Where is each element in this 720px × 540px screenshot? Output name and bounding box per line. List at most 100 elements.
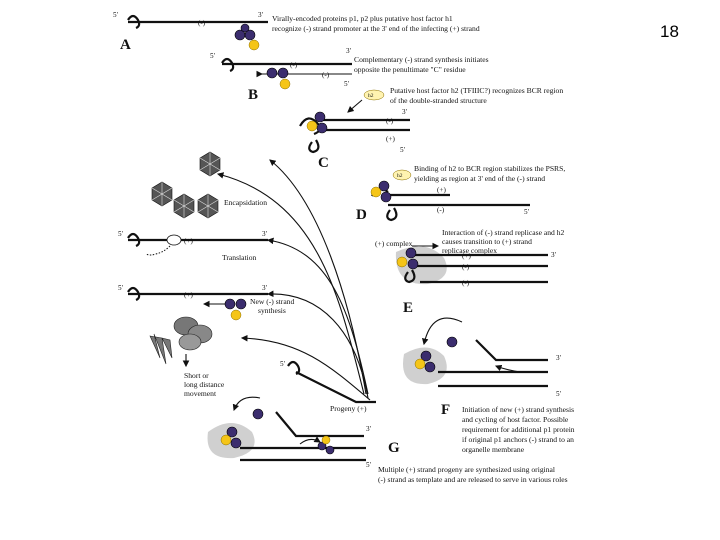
host-factor-h2: [363, 89, 385, 101]
end-label: 5': [524, 208, 529, 216]
progeny-label: Progeny (+): [330, 404, 367, 413]
panel-g: 5' Progeny (+) 3' 5' G Multiple (+) stra…: [207, 360, 568, 484]
caption-f-line3: requirement for additional p1 protein: [462, 425, 575, 434]
hairpin-loop: [308, 139, 320, 154]
synthesis-arrow: [299, 436, 321, 445]
caption-f-line1: Initiation of new (+) strand synthesis: [462, 405, 574, 414]
protein-p1: [405, 247, 417, 259]
encapsidation-label: Encapsidation: [224, 198, 267, 207]
ribosome-icon: [166, 234, 182, 246]
virion-icon: [151, 181, 173, 207]
caption-d-line1: Binding of h2 to BCR region stabilizes t…: [414, 164, 565, 173]
panel-label: E: [403, 300, 413, 316]
panel-c: h2 Putative host factor h2 (TFIIIC?) rec…: [299, 86, 563, 171]
caption-a-line2: recognize (-) strand promoter at the 3' …: [272, 24, 480, 33]
template-hairpin: [127, 286, 141, 302]
mrna-hairpin: [127, 232, 141, 248]
caption-f-line5: organelle membrane: [462, 445, 525, 454]
strand-mark: (+): [462, 252, 471, 260]
protein-p2: [407, 258, 419, 270]
host-factor-h1: [321, 435, 331, 445]
caption-c-line2: of the double-stranded structure: [390, 96, 487, 105]
protein-p2: [380, 191, 392, 203]
panel-label: B: [248, 87, 258, 103]
end-label: 5': [344, 80, 349, 88]
protein-label: h2: [397, 173, 403, 179]
panel-label: D: [356, 207, 367, 223]
slide-number: 18: [660, 22, 679, 41]
strand-mark: (-): [322, 71, 330, 79]
panel-b: 5' 3' (-) (-) 5' B Complementary (-) str…: [210, 47, 489, 103]
plus-strand: [475, 339, 548, 362]
host-factor-h1: [279, 78, 291, 90]
panel-a: 5' 3' (-) A Virally-encoded proteins p1,…: [113, 11, 480, 53]
progeny-plus-strand: [295, 371, 376, 404]
end-label: 3': [262, 230, 267, 238]
fate-arrow-translation: [266, 237, 369, 395]
host-factor-h1: [396, 256, 408, 268]
hairpin-loop: [404, 269, 416, 284]
fates: Encapsidation 5' 3' (+) Translation 5' 3…: [118, 151, 371, 401]
end-label: 5': [400, 146, 405, 154]
protein-p1: [317, 441, 327, 451]
end-label: 3': [551, 251, 556, 259]
caption-d-line2: yielding as region at 3' end of the (-) …: [414, 174, 545, 183]
protein-p1: [240, 23, 250, 33]
plus-strand-hairpin: [127, 14, 141, 30]
protein-label: h2: [368, 93, 374, 99]
protein-p1: [378, 180, 390, 192]
protein-p2: [325, 445, 335, 455]
end-label: 5': [210, 52, 215, 60]
protein-p1: [224, 298, 236, 310]
nascent-peptide: [145, 245, 171, 256]
cycling-arrow: [232, 396, 261, 412]
host-factor-h1: [220, 434, 232, 446]
protein-p2: [230, 437, 242, 449]
progeny-hairpin: [287, 360, 301, 376]
hairpin-loop: [386, 207, 398, 222]
protein-p2: [277, 67, 289, 79]
vesicle-icon: [178, 333, 202, 351]
movement-line2: long distance: [184, 380, 225, 389]
plasmodesmata-icon: [149, 333, 173, 365]
end-label: 5': [366, 461, 371, 469]
plus-strand: [275, 411, 364, 438]
end-label: 5': [118, 230, 123, 238]
protein-p1: [446, 336, 458, 348]
virion-icon: [199, 151, 221, 177]
end-label: 5': [113, 11, 118, 19]
new-minus-line2: synthesis: [258, 306, 286, 315]
protein-p1: [226, 426, 238, 438]
end-label: 5': [556, 390, 561, 398]
caption-e-line2: causes transition to (+) strand: [442, 237, 532, 246]
panel-d: Binding of h2 to BCR region stabilizes t…: [356, 164, 565, 223]
fate-arrow-encapsidation: [216, 172, 365, 395]
caption-b-line1: Complementary (-) strand synthesis initi…: [354, 55, 489, 64]
binding-arrow: [347, 99, 363, 113]
host-factor-h1: [414, 358, 426, 370]
complex-label: (+) complex: [375, 239, 413, 248]
end-label: 3': [556, 354, 561, 362]
fate-arrow-movement: [240, 334, 371, 401]
virion-icon: [173, 193, 195, 219]
strand-mark: (-): [437, 206, 445, 214]
caption-f-line2: and cycling of host factor. Possible: [462, 415, 569, 424]
panel-e: Interaction of (-) strand replicase and …: [375, 228, 564, 316]
caption-e-line1: Interaction of (-) strand replicase and …: [442, 228, 564, 237]
new-minus-line1: New (-) strand: [250, 297, 294, 306]
host-factor-h2: [392, 169, 412, 181]
panel-label: C: [318, 155, 329, 171]
caption-c-line1: Putative host factor h2 (TFIIIC?) recogn…: [390, 86, 563, 95]
protein-p2: [235, 298, 247, 310]
translation-label: Translation: [222, 253, 257, 262]
panel-label: F: [441, 402, 450, 418]
strand-mark: (-): [386, 117, 394, 125]
strand-mark: (-): [462, 263, 470, 271]
end-label: 3': [366, 425, 371, 433]
end-label: 3': [262, 284, 267, 292]
strand-mark: (-): [198, 19, 206, 27]
movement-line1: Short or: [184, 371, 209, 380]
strand-mark: (+): [437, 186, 446, 194]
caption-f-line4: if original p1 anchors (-) strand to an: [462, 435, 574, 444]
